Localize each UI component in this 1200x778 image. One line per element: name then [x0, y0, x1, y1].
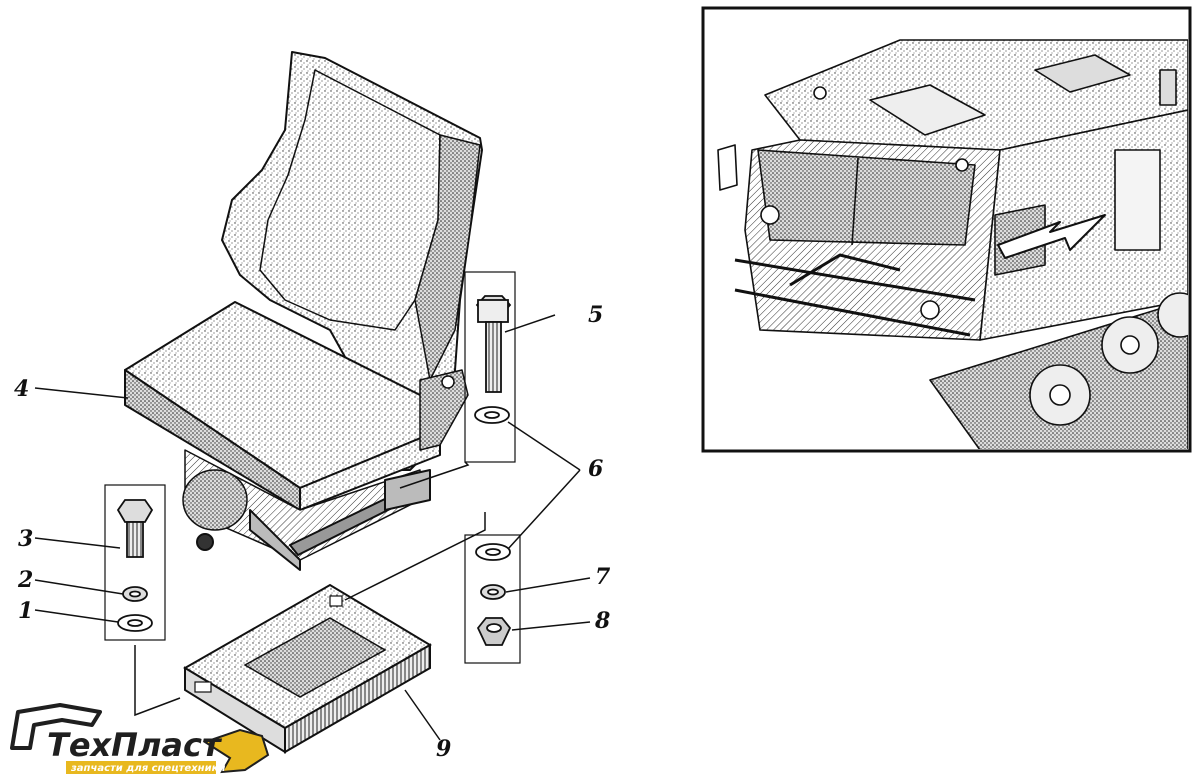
bolt-5-shank [485, 321, 502, 393]
brand-tagline: запчасти для спецтехники [70, 763, 225, 774]
bolt-5-assembly [464, 271, 516, 463]
bolt-3-assembly [104, 484, 166, 641]
excavator-arm-icon [10, 703, 102, 750]
excavator-bucket-icon [202, 728, 270, 774]
callout-3: 3 [18, 526, 33, 552]
vehicle-inset [701, 6, 1192, 453]
nut-stack-assembly [464, 534, 521, 664]
brand-name-suffix: Пласт [111, 726, 223, 764]
callout-8: 8 [594, 608, 610, 634]
bolt-3-head [116, 499, 154, 523]
mounting-frame-9 [183, 583, 432, 754]
callout-6: 6 [588, 456, 603, 482]
brand-logo: ТехПласт запчасти для спецтехники [10, 703, 270, 774]
seat-illustration [124, 51, 483, 571]
leader-lines [34, 314, 591, 741]
callout-9: 9 [436, 736, 451, 762]
svg-text:ТехПласт: ТехПласт [47, 726, 223, 764]
location-arrow-icon [997, 214, 1106, 259]
callout-5: 5 [588, 302, 603, 328]
brand-name-prefix: Тех [47, 726, 113, 764]
callout-7: 7 [595, 564, 611, 590]
bolt-3-shank [126, 521, 144, 558]
callout-1: 1 [18, 598, 33, 624]
callout-4: 4 [14, 376, 29, 402]
callout-2: 2 [17, 567, 33, 593]
